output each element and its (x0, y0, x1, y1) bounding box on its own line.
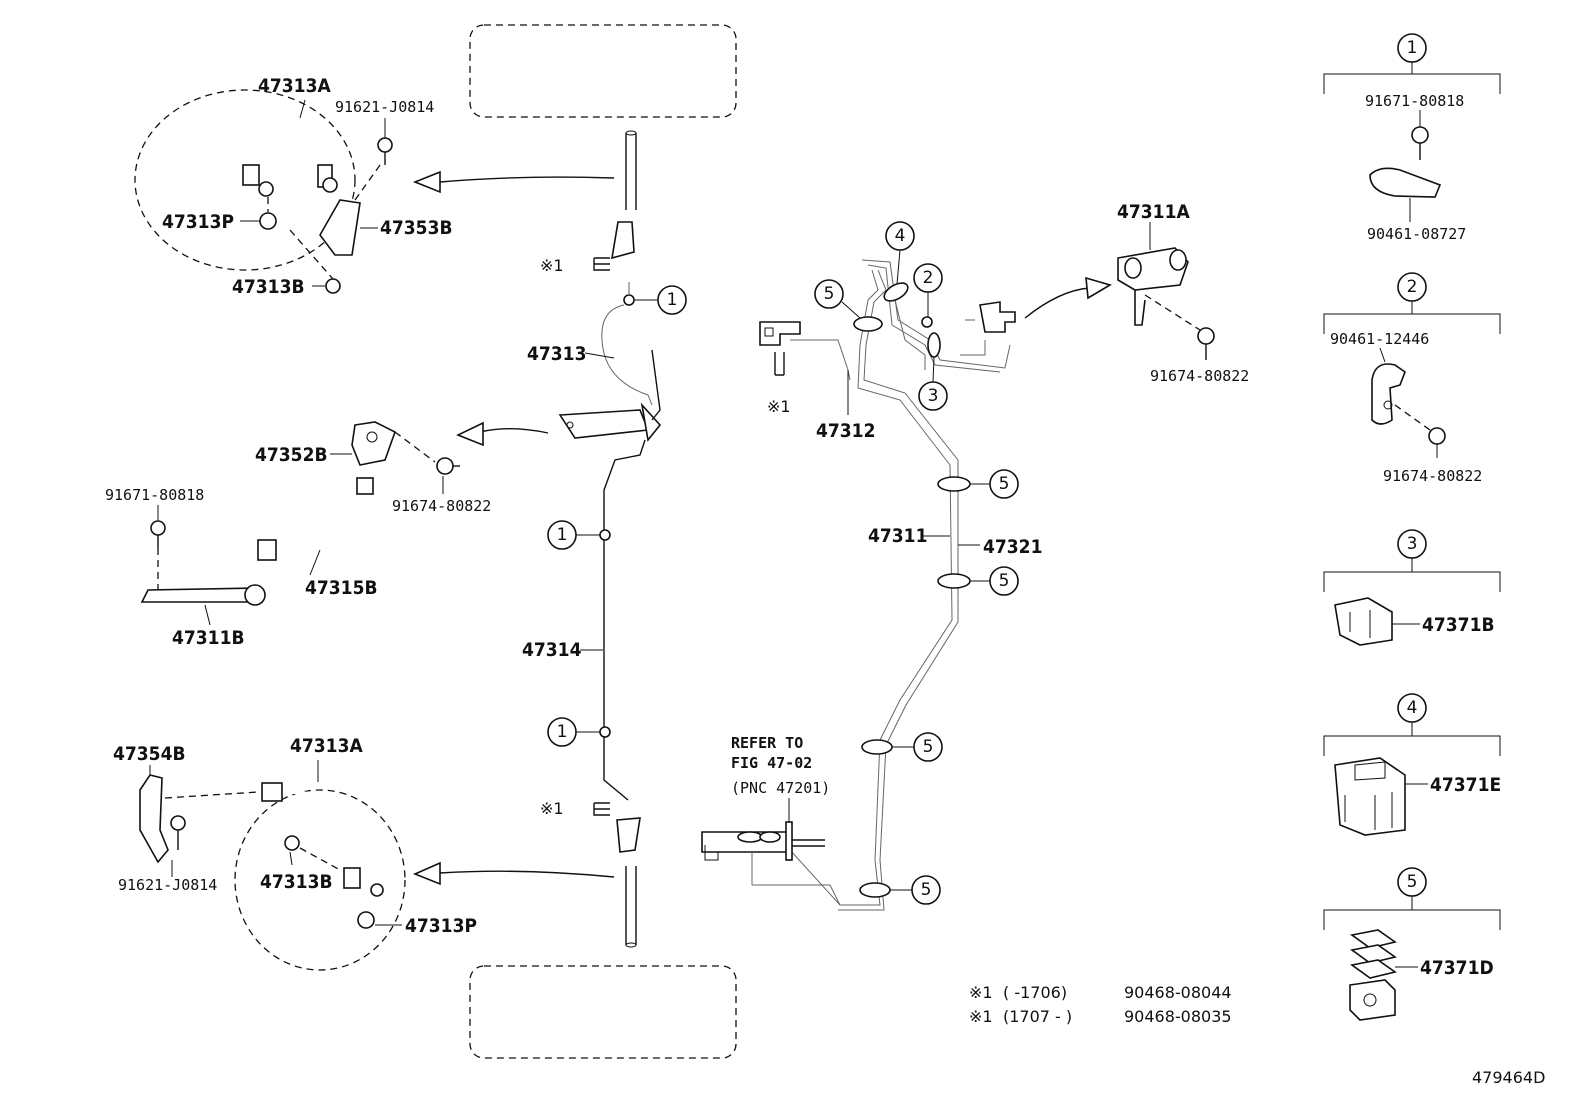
label-47313P-top: 47313P (162, 211, 234, 233)
label-90461-08727: 90461-08727 (1367, 225, 1466, 243)
valve-47311A (1117, 247, 1215, 360)
svg-text:5: 5 (921, 880, 932, 900)
label-47313B-bottom: 47313B (260, 871, 333, 893)
svg-text:1: 1 (1407, 38, 1418, 58)
brake-line-47312-47311-47321 (759, 259, 1016, 911)
arrow-to-rear-bracket (479, 428, 549, 434)
label-47371E: 47371E (1430, 774, 1501, 796)
svg-text:2: 2 (1407, 277, 1418, 297)
label-91674-80822-left: 91674-80822 (392, 497, 491, 515)
svg-text:※1: ※1 (969, 983, 993, 1002)
label-47313A-bottom: 47313A (290, 735, 363, 757)
label-47311B: 47311B (172, 627, 245, 649)
svg-text:1: 1 (557, 525, 568, 545)
svg-text:5: 5 (1407, 872, 1418, 892)
svg-text:(1707 - ): (1707 - ) (1003, 1007, 1072, 1026)
svg-text:1: 1 (667, 290, 678, 310)
wheel-box-bottom (469, 965, 737, 1059)
label-47311A: 47311A (1117, 201, 1190, 223)
label-47313A-top: 47313A (258, 75, 331, 97)
callout-1-a: 1 (634, 285, 687, 315)
label-47353B: 47353B (380, 217, 453, 239)
wheel-box-top (469, 24, 737, 118)
refer-line-1: REFER TO (731, 734, 803, 752)
svg-text:4: 4 (1407, 698, 1418, 718)
svg-text:1: 1 (557, 722, 568, 742)
label-47313P-bottom: 47313P (405, 915, 477, 937)
master-cylinder (701, 821, 841, 906)
detail-panel-2: 2 (1323, 272, 1501, 458)
label-47314: 47314 (522, 639, 582, 661)
figure-id: 479464D (1472, 1068, 1545, 1087)
svg-text:5: 5 (999, 474, 1010, 494)
arrow-to-front-hose (439, 176, 615, 183)
label-47315B: 47315B (305, 577, 378, 599)
label-47354B: 47354B (113, 743, 186, 765)
detail-panel-5: 5 (1323, 867, 1501, 1021)
svg-text:5: 5 (923, 737, 934, 757)
callout-5-d: 5 (892, 732, 943, 762)
label-91621-J0814-top: 91621-J0814 (335, 98, 434, 116)
label-x1-a: ※1 (540, 256, 564, 275)
label-91674-80822-r2: 91674-80822 (1383, 467, 1482, 485)
label-47313B-top: 47313B (232, 276, 305, 298)
label-91671-80818-r1: 91671-80818 (1365, 92, 1464, 110)
callout-5-a: 5 (814, 279, 861, 319)
front-hose-group (134, 89, 393, 294)
detail-panel-1: 1 (1323, 33, 1501, 222)
svg-text:90468-08044: 90468-08044 (1124, 983, 1232, 1002)
callout-1-c: 1 (547, 717, 600, 747)
detail-panel-3: 3 (1323, 529, 1501, 646)
callout-5-b: 5 (970, 469, 1019, 499)
brake-line-47314 (558, 331, 746, 853)
callout-3: 3 (918, 356, 948, 411)
svg-text:4: 4 (895, 226, 906, 246)
note-line-1: ※1 ( -1706) 90468-08044 (969, 983, 1232, 1002)
label-47371B: 47371B (1422, 614, 1495, 636)
note-line-2: ※1 (1707 - ) 90468-08035 (969, 1007, 1232, 1026)
svg-text:3: 3 (928, 386, 939, 406)
rear-axle-bottom (625, 866, 637, 948)
callout-5-e: 5 (890, 875, 941, 905)
svg-text:※1: ※1 (969, 1007, 993, 1026)
callout-5-c: 5 (970, 566, 1019, 596)
label-47312: 47312 (816, 420, 875, 442)
refer-line-2: FIG 47-02 (731, 754, 812, 772)
front-axle-top (625, 130, 637, 210)
label-47321: 47321 (983, 536, 1042, 558)
label-x1-c: ※1 (540, 799, 564, 818)
arrow-to-47311A (1024, 287, 1091, 319)
label-x1-b: ※1 (767, 397, 791, 416)
detail-panel-4: 4 (1323, 693, 1501, 836)
svg-text:2: 2 (923, 268, 934, 288)
svg-text:5: 5 (824, 284, 835, 304)
callout-1-b: 1 (547, 520, 600, 550)
callout-4: 4 (885, 221, 915, 285)
callout-2: 2 (913, 263, 943, 317)
svg-text:( -1706): ( -1706) (1003, 983, 1067, 1002)
label-91621-J0814-bottom: 91621-J0814 (118, 876, 217, 894)
svg-text:5: 5 (999, 571, 1010, 591)
refer-line-3: (PNC 47201) (731, 779, 830, 797)
label-47371D: 47371D (1420, 957, 1494, 979)
label-91674-80822-mid: 91674-80822 (1150, 367, 1249, 385)
label-47311: 47311 (868, 525, 927, 547)
label-90461-12446: 90461-12446 (1330, 330, 1429, 348)
svg-text:90468-08035: 90468-08035 (1124, 1007, 1232, 1026)
brake-line-47313 (593, 221, 653, 406)
arrow-to-rear-hose (439, 870, 615, 878)
label-47313: 47313 (527, 343, 586, 365)
svg-text:3: 3 (1407, 534, 1418, 554)
rear-hose-group (139, 774, 406, 971)
rear-hose-bracket-group (140, 421, 460, 606)
label-47352B: 47352B (255, 444, 328, 466)
label-91671-80818-left: 91671-80818 (105, 486, 204, 504)
